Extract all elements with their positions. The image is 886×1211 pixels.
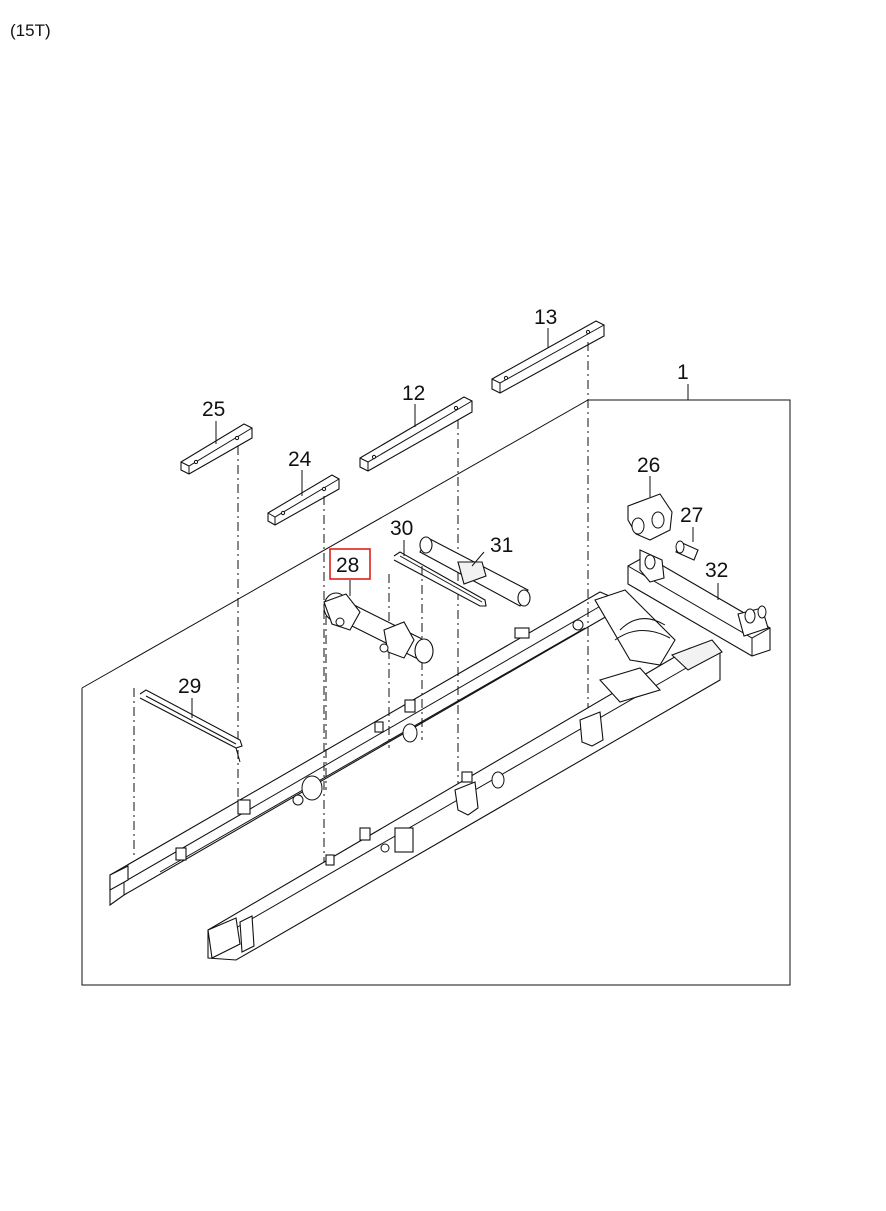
callout-25: 25 [202, 398, 225, 421]
part-27-pin [675, 540, 699, 561]
callout-28[interactable]: 28 [336, 554, 359, 577]
rear-crossmember [594, 589, 676, 703]
part-24-block [267, 474, 340, 526]
part-30-bracket [393, 551, 487, 607]
callout-32: 32 [705, 559, 728, 582]
callout-27: 27 [680, 504, 703, 527]
part-12-bar [359, 396, 473, 472]
callout-13: 13 [534, 306, 557, 329]
part-29-bracket [139, 689, 243, 763]
callout-12: 12 [402, 382, 425, 405]
callout-1: 1 [677, 361, 689, 384]
part-26-bracket [627, 493, 673, 541]
callout-31: 31 [490, 534, 513, 557]
assembly-boundary [81, 399, 791, 986]
callout-24: 24 [288, 448, 312, 471]
part-31-tube [419, 536, 531, 607]
part-25-block [180, 423, 253, 475]
part-32-crossmember [627, 549, 771, 657]
callout-28-highlight-box [329, 548, 371, 580]
callout-30: 30 [390, 517, 413, 540]
callout-26: 26 [637, 454, 660, 477]
model-label: (15T) [10, 21, 51, 40]
part-13-bar [491, 320, 605, 394]
part-31-leader [471, 551, 485, 567]
callout-29: 29 [178, 675, 201, 698]
part-28-axle [323, 592, 434, 664]
